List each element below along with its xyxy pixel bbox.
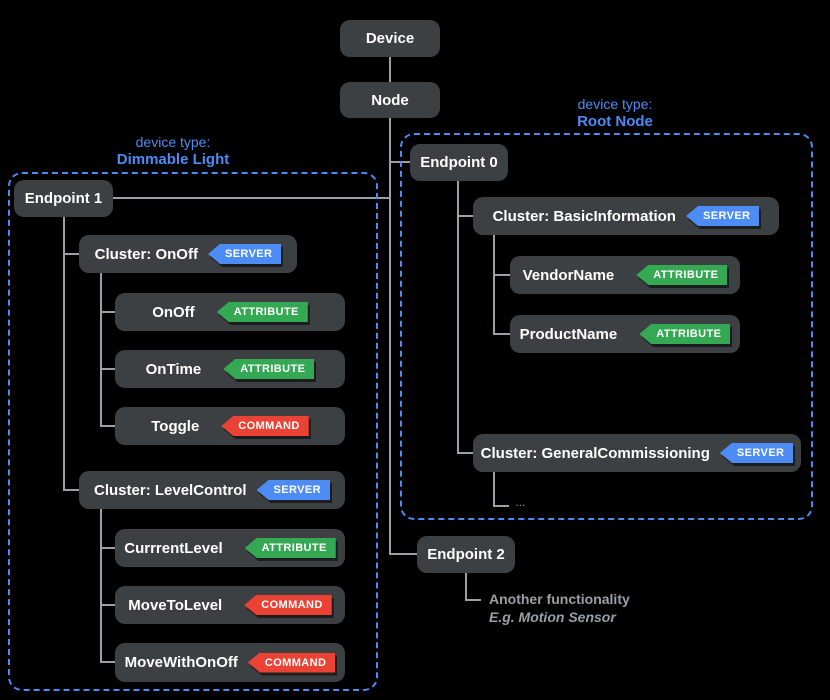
endpoint2-box: Endpoint 2	[417, 536, 515, 573]
attribute-badge-shadow: ATTRIBUTE	[216, 302, 308, 322]
server-badge-shadow: SERVER	[719, 443, 794, 463]
connector-to-generalcommissioning	[457, 452, 473, 454]
connector-endpoint1-trunk	[113, 197, 390, 199]
attribute-badge-shadow: ATTRIBUTE	[244, 538, 336, 558]
productname-box: ProductName ATTRIBUTE	[510, 315, 740, 353]
ontime-attribute-label: OnTime	[145, 360, 202, 378]
currrentlevel-attribute-label: CurrrentLevel	[124, 539, 223, 557]
connector-node-trunk	[389, 118, 391, 555]
server-badge-shadow: SERVER	[256, 480, 330, 500]
device-type-name: Dimmable Light	[116, 151, 230, 168]
endpoint0-label: Endpoint 0	[420, 154, 498, 171]
node-box: Node	[340, 82, 440, 118]
attribute-badge: ATTRIBUTE	[636, 265, 728, 285]
connector-to-movetolevel	[100, 604, 115, 606]
command-badge: COMMAND	[247, 652, 336, 673]
dimmable-light-type-label: device type: Dimmable Light	[8, 134, 338, 168]
root-node-type-label: device type: Root Node	[400, 96, 830, 130]
cluster-generalcommissioning-box: Cluster: GeneralCommissioning SERVER	[473, 434, 801, 472]
connector-endpoint2-note	[465, 573, 467, 601]
connector-device-node	[389, 57, 391, 82]
server-badge-shadow: SERVER	[685, 206, 760, 226]
command-badge-shadow: COMMAND	[244, 595, 332, 615]
movetolevel-command-box: MoveToLevel COMMAND	[115, 586, 345, 624]
attribute-badge-shadow: ATTRIBUTE	[223, 359, 315, 379]
server-badge-shadow: SERVER	[207, 244, 282, 264]
command-badge-shadow: COMMAND	[247, 652, 336, 673]
cluster-onoff-label: Cluster: OnOff	[94, 245, 198, 263]
endpoint2-label: Endpoint 2	[427, 546, 505, 563]
endpoint2-note: Another functionality E.g. Motion Sensor	[489, 590, 630, 626]
node-label: Node	[371, 91, 409, 109]
more-clusters-ellipsis: ...	[516, 499, 526, 508]
toggle-command-box: Toggle COMMAND	[115, 407, 345, 445]
onoff-attribute-label: OnOff	[152, 303, 195, 321]
device-type-name: Root Node	[577, 113, 653, 130]
connector-to-toggle	[100, 425, 115, 427]
connector-endpoint1-children	[63, 217, 65, 490]
attribute-badge: ATTRIBUTE	[223, 359, 315, 379]
movewithonoff-command-label: MoveWithOnOff	[124, 654, 238, 671]
cluster-levelcontrol-box: Cluster: LevelControl SERVER	[79, 471, 345, 509]
connector-to-vendorname	[493, 274, 510, 276]
productname-label: ProductName	[519, 325, 618, 343]
device-box: Device	[340, 20, 440, 57]
ontime-attribute-box: OnTime ATTRIBUTE	[115, 350, 345, 388]
attribute-badge: ATTRIBUTE	[639, 324, 731, 344]
connector-levelcontrol-children	[100, 509, 102, 661]
connector-onoff-children	[100, 273, 102, 425]
dimmable-light-group-border	[8, 172, 378, 691]
attribute-badge-shadow: ATTRIBUTE	[636, 265, 728, 285]
toggle-command-label: Toggle	[151, 417, 200, 435]
endpoint2-note-line1: Another functionality	[489, 591, 630, 607]
cluster-basicinformation-box: Cluster: BasicInformation SERVER	[473, 197, 779, 235]
cluster-generalcommissioning-label: Cluster: GeneralCommissioning	[480, 444, 710, 462]
endpoint1-box: Endpoint 1	[14, 180, 113, 217]
device-type-caption: device type:	[577, 96, 653, 112]
connector-generalcommissioning-more	[493, 472, 495, 507]
server-badge: SERVER	[719, 443, 794, 463]
connector-endpoint0-children	[457, 181, 459, 453]
command-badge-shadow: COMMAND	[221, 416, 309, 436]
endpoint2-note-line2: E.g. Motion Sensor	[489, 609, 616, 625]
connector-to-currrentlevel	[100, 547, 115, 549]
attribute-badge: ATTRIBUTE	[244, 538, 336, 558]
vendorname-box: VendorName ATTRIBUTE	[510, 256, 740, 294]
server-badge: SERVER	[256, 480, 330, 500]
command-badge: COMMAND	[244, 595, 332, 615]
root-node-group-border	[400, 133, 813, 520]
device-type-caption: device type:	[135, 134, 211, 150]
connector-trunk-endpoint2	[390, 553, 417, 555]
onoff-attribute-box: OnOff ATTRIBUTE	[115, 293, 345, 331]
connector-to-onoff	[100, 311, 115, 313]
connector-to-note	[465, 599, 481, 601]
cluster-levelcontrol-label: Cluster: LevelControl	[94, 481, 247, 499]
connector-basicinformation-children	[493, 235, 495, 333]
movetolevel-command-label: MoveToLevel	[128, 596, 223, 614]
endpoint1-label: Endpoint 1	[24, 190, 103, 207]
connector-to-productname	[493, 333, 510, 335]
attribute-badge-shadow: ATTRIBUTE	[639, 324, 731, 344]
device-label: Device	[365, 30, 415, 47]
connector-to-cluster-levelcontrol	[63, 489, 79, 491]
attribute-badge: ATTRIBUTE	[216, 302, 308, 322]
connector-to-basicinformation	[457, 215, 473, 217]
movewithonoff-command-box: MoveWithOnOff COMMAND	[115, 643, 345, 682]
server-badge: SERVER	[685, 206, 760, 226]
endpoint0-box: Endpoint 0	[410, 144, 508, 181]
command-badge: COMMAND	[221, 416, 309, 436]
cluster-basicinformation-label: Cluster: BasicInformation	[492, 207, 676, 225]
vendorname-label: VendorName	[522, 266, 615, 284]
currrentlevel-attribute-box: CurrrentLevel ATTRIBUTE	[115, 529, 345, 567]
connector-to-ellipsis	[493, 505, 509, 507]
connector-to-ontime	[100, 368, 115, 370]
server-badge: SERVER	[207, 244, 282, 264]
connector-to-cluster-onoff	[63, 253, 79, 255]
cluster-onoff-box: Cluster: OnOff SERVER	[79, 235, 297, 273]
connector-to-movewithonoff	[100, 661, 115, 663]
